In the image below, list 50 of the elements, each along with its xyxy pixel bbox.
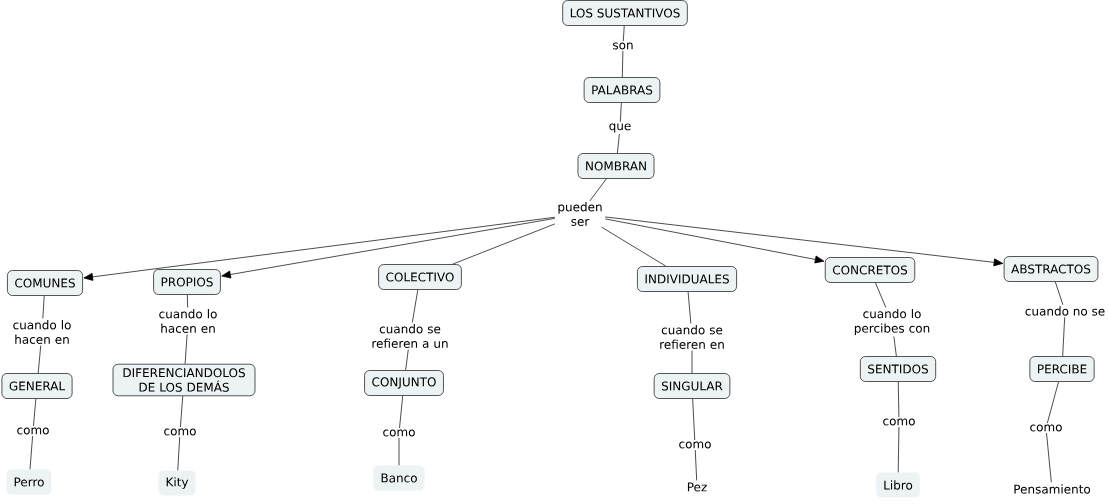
concept-box: PALABRAS — [583, 77, 661, 103]
connector-line — [601, 226, 667, 267]
connector-line — [692, 398, 698, 481]
concept-box: CONCRETOS — [824, 257, 916, 283]
arrow — [604, 218, 825, 264]
concept-box: CONJUNTO — [364, 370, 444, 396]
concept-box: NOMBRAN — [577, 153, 655, 179]
example-box: Kity — [158, 470, 196, 496]
edge-label: como — [162, 427, 198, 437]
connector-line — [177, 395, 184, 471]
connector-line — [452, 223, 556, 265]
concept-box: ABSTRACTOS — [1003, 256, 1099, 282]
edge-label: cuando lo hacen en — [155, 307, 221, 335]
concept-box: GENERAL — [1, 373, 73, 399]
edge-label: como — [381, 428, 417, 438]
concept-box: SINGULAR — [653, 373, 731, 399]
arrow — [83, 216, 556, 281]
edge-label: como — [677, 440, 713, 450]
concept-box: SENTIDOS — [859, 356, 937, 382]
example-text: Pensamiento — [1014, 484, 1091, 494]
edge-label: cuando lo hacen en — [9, 318, 75, 346]
arrow — [604, 216, 1004, 267]
edge-label: como — [15, 426, 51, 436]
edge-label: cuando se refieren en — [655, 323, 729, 351]
edge-label: son — [610, 41, 636, 51]
concept-box: COLECTIVO — [378, 264, 462, 290]
arrow — [221, 218, 556, 279]
edge-label: como — [881, 417, 917, 427]
concept-box: DIFERENCIANDOLOS DE LOS DEMÁS — [112, 363, 256, 397]
connector-line — [29, 398, 37, 470]
example-box: Banco — [373, 465, 425, 491]
edge-label: cuando se refieren a un — [368, 322, 452, 350]
example-box: Perro — [6, 469, 52, 495]
connector-line — [897, 381, 900, 473]
example-text: Pez — [687, 482, 707, 492]
edge-label: como — [1028, 423, 1064, 433]
linking-phrase: pueden ser — [558, 202, 602, 226]
edge-label: cuando lo percibes con — [850, 307, 934, 337]
concept-box: COMUNES — [7, 270, 83, 296]
connector-line — [398, 395, 404, 466]
connector-line — [589, 178, 607, 202]
concept-box: PROPIOS — [153, 269, 221, 295]
example-box: Libro — [876, 472, 920, 498]
connector-line — [1054, 281, 1066, 357]
concept-box: PERCIBE — [1029, 356, 1095, 382]
edge-label: cuando no se — [1023, 304, 1107, 318]
concept-box: LOS SUSTANTIVOS — [562, 0, 688, 26]
connector-line — [1045, 381, 1059, 483]
concept-box: INDIVIDUALES — [637, 266, 737, 292]
edge-label: que — [607, 121, 633, 135]
